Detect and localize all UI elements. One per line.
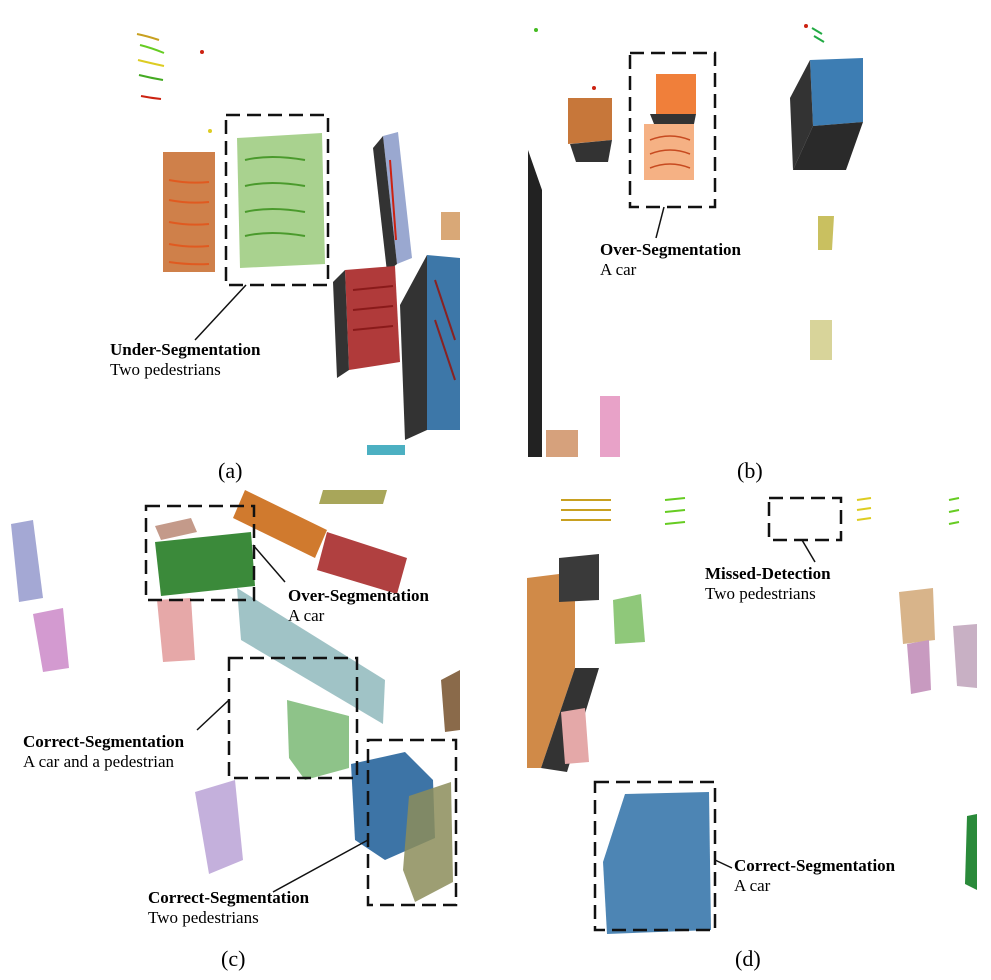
- bounding-box-blue: [400, 255, 460, 440]
- annotation-title: Correct-Segmentation: [23, 732, 185, 751]
- point-cloud-cluster: [561, 497, 960, 525]
- bounding-box-tan: [441, 212, 460, 240]
- annotation-over-segmentation: Over-Segmentation A car: [288, 586, 429, 626]
- annotation-subtitle: A car and a pedestrian: [23, 752, 175, 771]
- panel-b-label: (b): [737, 458, 763, 483]
- annotation-under-segmentation: Under-Segmentation Two pedestrians: [110, 340, 260, 380]
- annotation-title: Correct-Segmentation: [734, 856, 896, 875]
- highlight-box-bottom: [593, 780, 717, 932]
- bounding-box-green: [237, 133, 325, 268]
- bounding-box-orange: [233, 490, 327, 558]
- panel-d-label: (d): [735, 946, 761, 971]
- bounding-box-yellow: [818, 216, 834, 250]
- panel-d: Missed-Detection Two pedestrians Correct…: [527, 490, 977, 935]
- highlight-box: [628, 51, 717, 209]
- panel-a: Under-Segmentation Two pedestrians: [105, 0, 460, 455]
- bounding-box-green-small: [287, 700, 349, 780]
- bounding-box-teal-long: [237, 588, 385, 724]
- bounding-box-pink-small: [157, 598, 195, 662]
- bounding-box-lilac: [953, 624, 977, 688]
- annotation-subtitle: A car: [600, 260, 637, 279]
- annotation-title: Correct-Segmentation: [148, 888, 310, 907]
- panel-a-scene: [136, 33, 460, 455]
- annotation-title: Over-Segmentation: [288, 586, 430, 605]
- callout-line: [655, 206, 665, 239]
- bounding-box-blue: [790, 58, 863, 170]
- bounding-box-khaki: [403, 782, 453, 902]
- bounding-box-green: [155, 518, 255, 596]
- highlight-box-middle: [227, 656, 359, 780]
- panel-c-label: (c): [221, 946, 246, 971]
- annotation-correct-segmentation-pedestrians: Correct-Segmentation Two pedestrians: [148, 888, 309, 928]
- annotation-subtitle: Two pedestrians: [110, 360, 221, 379]
- callout-line: [196, 699, 230, 731]
- point-cloud-cluster: [136, 33, 212, 133]
- panel-b: Over-Segmentation A car: [528, 20, 883, 457]
- panel-d-scene: [527, 496, 977, 934]
- annotation-correct-segmentation-car: Correct-Segmentation A car: [734, 856, 895, 896]
- bounding-box-green-edge: [965, 814, 977, 890]
- bounding-box-teal: [367, 445, 405, 455]
- bounding-box-red: [317, 532, 407, 594]
- bounding-box-orange: [163, 152, 215, 272]
- annotation-subtitle: Two pedestrians: [148, 908, 259, 927]
- panel-c: Over-Segmentation A car Correct-Segmenta…: [5, 490, 460, 935]
- bounding-box-black-edge: [528, 150, 542, 457]
- bounding-box-small-tan: [546, 430, 578, 457]
- bounding-box-peach: [644, 124, 694, 180]
- bounding-box-orange-top: [650, 74, 696, 124]
- bounding-box-brown: [441, 670, 460, 732]
- bounding-box-pink-small: [907, 640, 931, 694]
- panel-c-scene: [11, 490, 460, 907]
- bounding-box-khaki: [810, 320, 832, 360]
- annotation-subtitle: A car: [734, 876, 771, 895]
- bounding-box-pink: [561, 708, 589, 764]
- annotation-correct-segmentation-car-pedestrian: Correct-Segmentation A car and a pedestr…: [23, 732, 184, 772]
- annotation-subtitle: A car: [288, 606, 325, 625]
- annotation-title: Missed-Detection: [705, 564, 831, 583]
- highlight-box-top: [767, 496, 843, 542]
- highlight-box-top: [144, 504, 256, 602]
- annotation-over-segmentation: Over-Segmentation A car: [600, 240, 741, 280]
- bounding-box-olive: [319, 490, 387, 504]
- callout-line: [714, 859, 733, 869]
- callout-line: [272, 839, 369, 893]
- bounding-box-pink: [33, 608, 69, 672]
- annotation-subtitle: Two pedestrians: [705, 584, 816, 603]
- bounding-box-purple: [195, 780, 243, 874]
- bounding-box-tan: [899, 588, 935, 644]
- bounding-box-pink: [600, 396, 620, 457]
- callout-line: [194, 284, 247, 341]
- annotation-title: Under-Segmentation: [110, 340, 261, 359]
- panel-a-label: (a): [218, 458, 243, 483]
- annotation-title: Over-Segmentation: [600, 240, 742, 259]
- highlight-box-right: [366, 738, 458, 907]
- callout-line: [801, 539, 816, 563]
- highlight-box: [224, 113, 330, 287]
- callout-line: [252, 544, 286, 583]
- bounding-box-orange: [568, 98, 612, 162]
- bounding-box-lavender: [373, 132, 412, 272]
- panel-b-scene: [528, 24, 863, 457]
- bounding-box-blue: [603, 792, 711, 934]
- annotation-missed-detection: Missed-Detection Two pedestrians: [705, 564, 831, 604]
- bounding-box-orange: [527, 554, 599, 772]
- bounding-box-lavender: [11, 520, 43, 602]
- bounding-box-red: [333, 266, 400, 378]
- point-cloud-cluster: [534, 24, 825, 90]
- bounding-box-green: [613, 594, 645, 644]
